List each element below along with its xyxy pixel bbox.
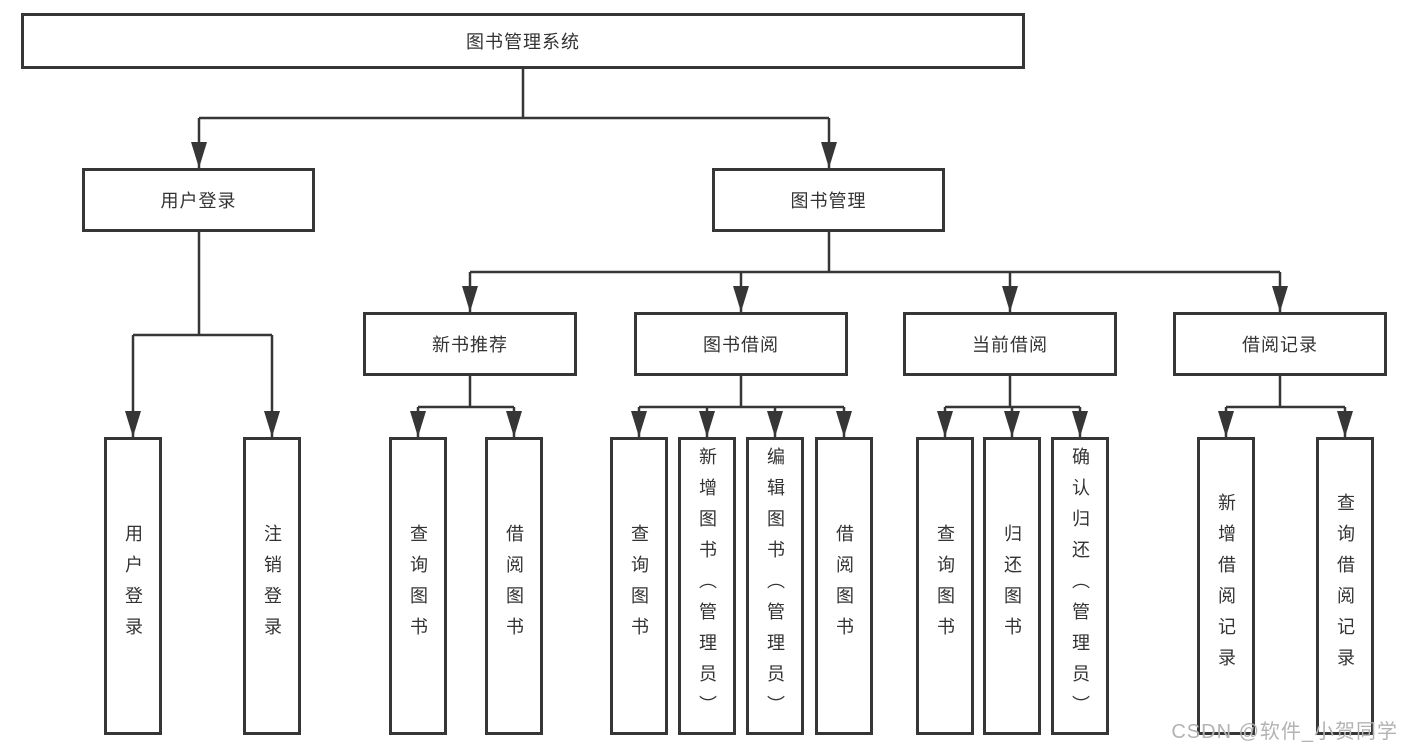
- node-book-management: 图书管理: [712, 168, 945, 232]
- node-library-system-label: 图书管理系统: [466, 32, 580, 52]
- leaf-user-login: 用户登录: [104, 437, 162, 735]
- leaf-borrow-books-recommend: 借阅图书: [485, 437, 543, 735]
- node-user-login-label: 用户登录: [160, 191, 237, 211]
- leaf-query-borrow-record: 查询借阅记录: [1316, 437, 1374, 735]
- node-user-login: 用户登录: [82, 168, 315, 232]
- node-new-book-recommendation-label: 新书推荐: [432, 335, 508, 355]
- leaf-query-books-borrowing: 查询图书: [610, 437, 668, 735]
- leaf-confirm-return-admin: 确认归还（管理员）: [1051, 437, 1109, 735]
- leaf-add-borrow-record: 新增借阅记录: [1197, 437, 1255, 735]
- leaf-borrow-books-borrowing: 借阅图书: [815, 437, 873, 735]
- leaf-return-books: 归还图书: [983, 437, 1041, 735]
- leaf-edit-books-admin: 编辑图书（管理员）: [746, 437, 804, 735]
- leaf-query-books-recommend: 查询图书: [389, 437, 447, 735]
- node-library-system: 图书管理系统: [21, 13, 1025, 69]
- node-current-borrowing: 当前借阅: [903, 312, 1117, 376]
- node-book-management-label: 图书管理: [790, 191, 867, 211]
- node-current-borrowing-label: 当前借阅: [972, 335, 1048, 355]
- leaf-add-books-admin: 新增图书（管理员）: [678, 437, 736, 735]
- node-book-borrowing-label: 图书借阅: [703, 335, 779, 355]
- node-book-borrowing: 图书借阅: [634, 312, 848, 376]
- leaf-logout: 注销登录: [243, 437, 301, 735]
- leaf-query-books-current: 查询图书: [916, 437, 974, 735]
- node-borrowing-records: 借阅记录: [1173, 312, 1387, 376]
- node-new-book-recommendation: 新书推荐: [363, 312, 577, 376]
- branch-lines: [133, 69, 1345, 409]
- node-borrowing-records-label: 借阅记录: [1242, 335, 1318, 355]
